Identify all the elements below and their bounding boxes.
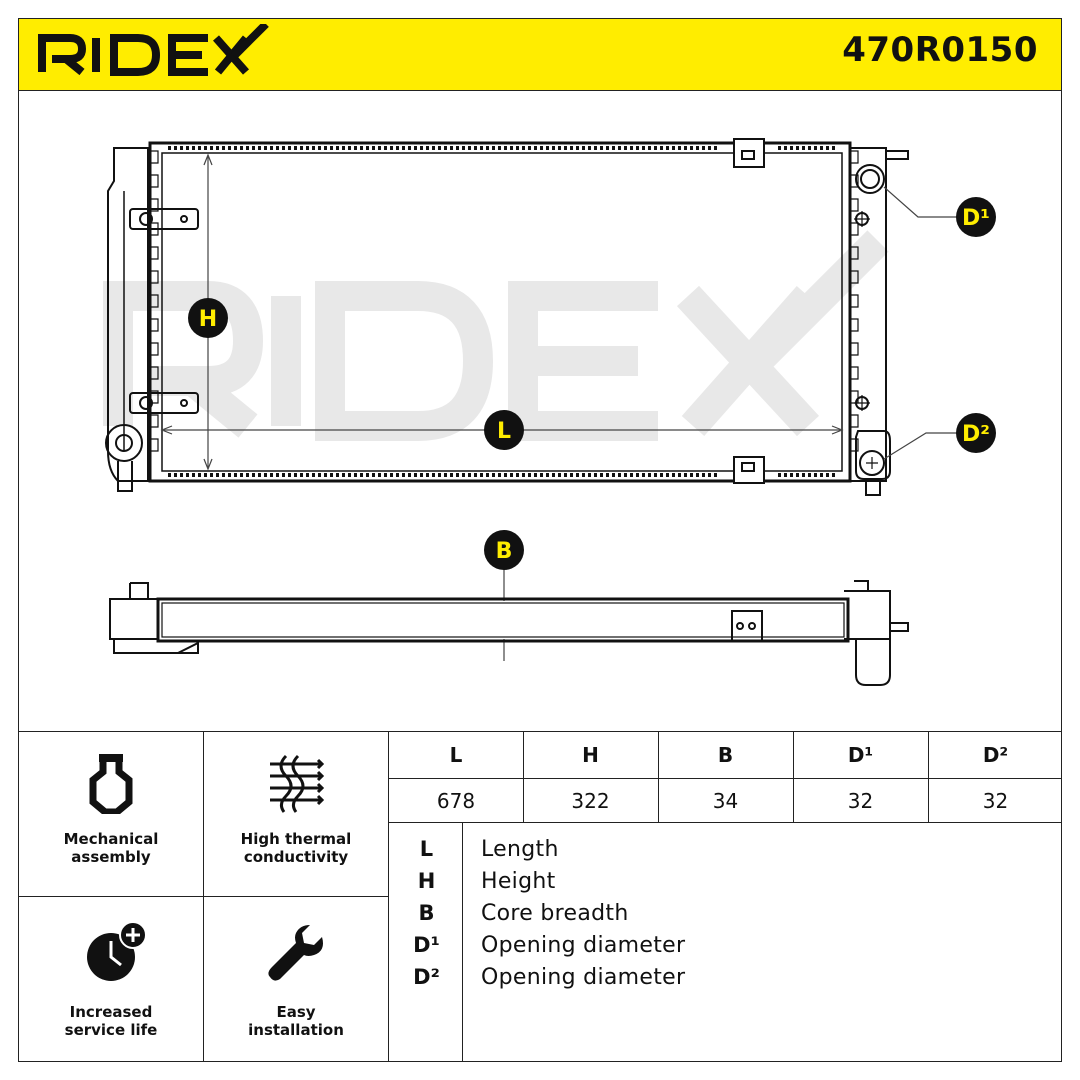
- label-b: B: [496, 539, 513, 564]
- callout-b: B: [484, 530, 524, 570]
- legend-text-breadth: Core breadth: [481, 901, 629, 926]
- col-divider: [658, 732, 659, 822]
- table-divider: [389, 778, 1061, 779]
- callout-h: H: [188, 298, 228, 338]
- legend-text-length: Length: [481, 837, 559, 862]
- technical-drawing: H L D¹ D² B: [18, 91, 1062, 731]
- watermark-logo: [103, 230, 889, 441]
- legend-key-l: L: [419, 837, 434, 861]
- dimensions-table: L H B D¹ D² 678 322 34 32 32: [388, 731, 1062, 823]
- feature-label-line1: Increased: [69, 1003, 153, 1021]
- wrench-icon: [268, 925, 323, 981]
- feature-service-life: Increased service life: [18, 896, 204, 1062]
- legend-text-d2: Opening diameter: [481, 965, 686, 990]
- header-b: B: [717, 743, 734, 767]
- info-grid: Mechanical assembly High thermal conduct…: [18, 731, 1062, 1062]
- label-h: H: [199, 307, 217, 332]
- legend-key-d2: D²: [413, 965, 440, 989]
- col-divider: [523, 732, 524, 822]
- callout-d2: D²: [956, 413, 996, 453]
- legend-divider: [462, 823, 463, 1061]
- legend-key-h: H: [417, 869, 436, 893]
- label-l: L: [497, 419, 511, 444]
- mechanical-assembly-icon: [89, 754, 133, 814]
- service-life-icon: [87, 921, 147, 981]
- feature-mechanical-assembly: Mechanical assembly: [18, 731, 204, 897]
- legend-panel: L Length H Height B Core breadth D¹ Open…: [388, 822, 1062, 1062]
- header-d2: D²: [982, 743, 1009, 767]
- part-number: 470R0150: [842, 30, 1038, 70]
- feature-label-line2: installation: [248, 1021, 344, 1039]
- radiator-front-view: [105, 138, 909, 496]
- legend-key-b: B: [418, 901, 435, 925]
- feature-label-line1: Mechanical: [63, 830, 159, 848]
- callout-d1: D¹: [956, 197, 996, 237]
- feature-label-line2: conductivity: [243, 848, 349, 866]
- feature-label-line1: High thermal: [240, 830, 352, 848]
- feature-thermal-conductivity: High thermal conductivity: [203, 731, 389, 897]
- legend-key-d1: D¹: [413, 933, 440, 957]
- header-l: L: [449, 743, 463, 767]
- value-h: 322: [571, 788, 610, 813]
- feature-easy-installation: Easy installation: [203, 896, 389, 1062]
- header-d1: D¹: [847, 743, 874, 767]
- radiator-drawing: H L D¹ D² B: [103, 138, 996, 686]
- label-d1: D¹: [962, 206, 990, 231]
- dimension-lines: [160, 153, 958, 661]
- value-l: 678: [436, 788, 476, 813]
- value-d2: 32: [982, 788, 1009, 813]
- thermal-conductivity-icon: [270, 754, 325, 813]
- legend-text-height: Height: [481, 869, 556, 894]
- header-h: H: [582, 743, 599, 767]
- feature-label-line1: Easy: [276, 1003, 316, 1021]
- ridex-logo-mark: [38, 21, 269, 76]
- col-divider: [928, 732, 929, 822]
- radiator-side-view: [109, 580, 909, 686]
- ridex-logo: [38, 21, 270, 82]
- legend-text-d1: Opening diameter: [481, 933, 686, 958]
- feature-label-line2: service life: [64, 1021, 158, 1039]
- col-divider: [793, 732, 794, 822]
- feature-label-line2: assembly: [71, 848, 151, 866]
- value-d1: 32: [847, 788, 874, 813]
- label-d2: D²: [962, 422, 990, 447]
- value-b: 34: [712, 788, 739, 813]
- callout-l: L: [484, 410, 524, 450]
